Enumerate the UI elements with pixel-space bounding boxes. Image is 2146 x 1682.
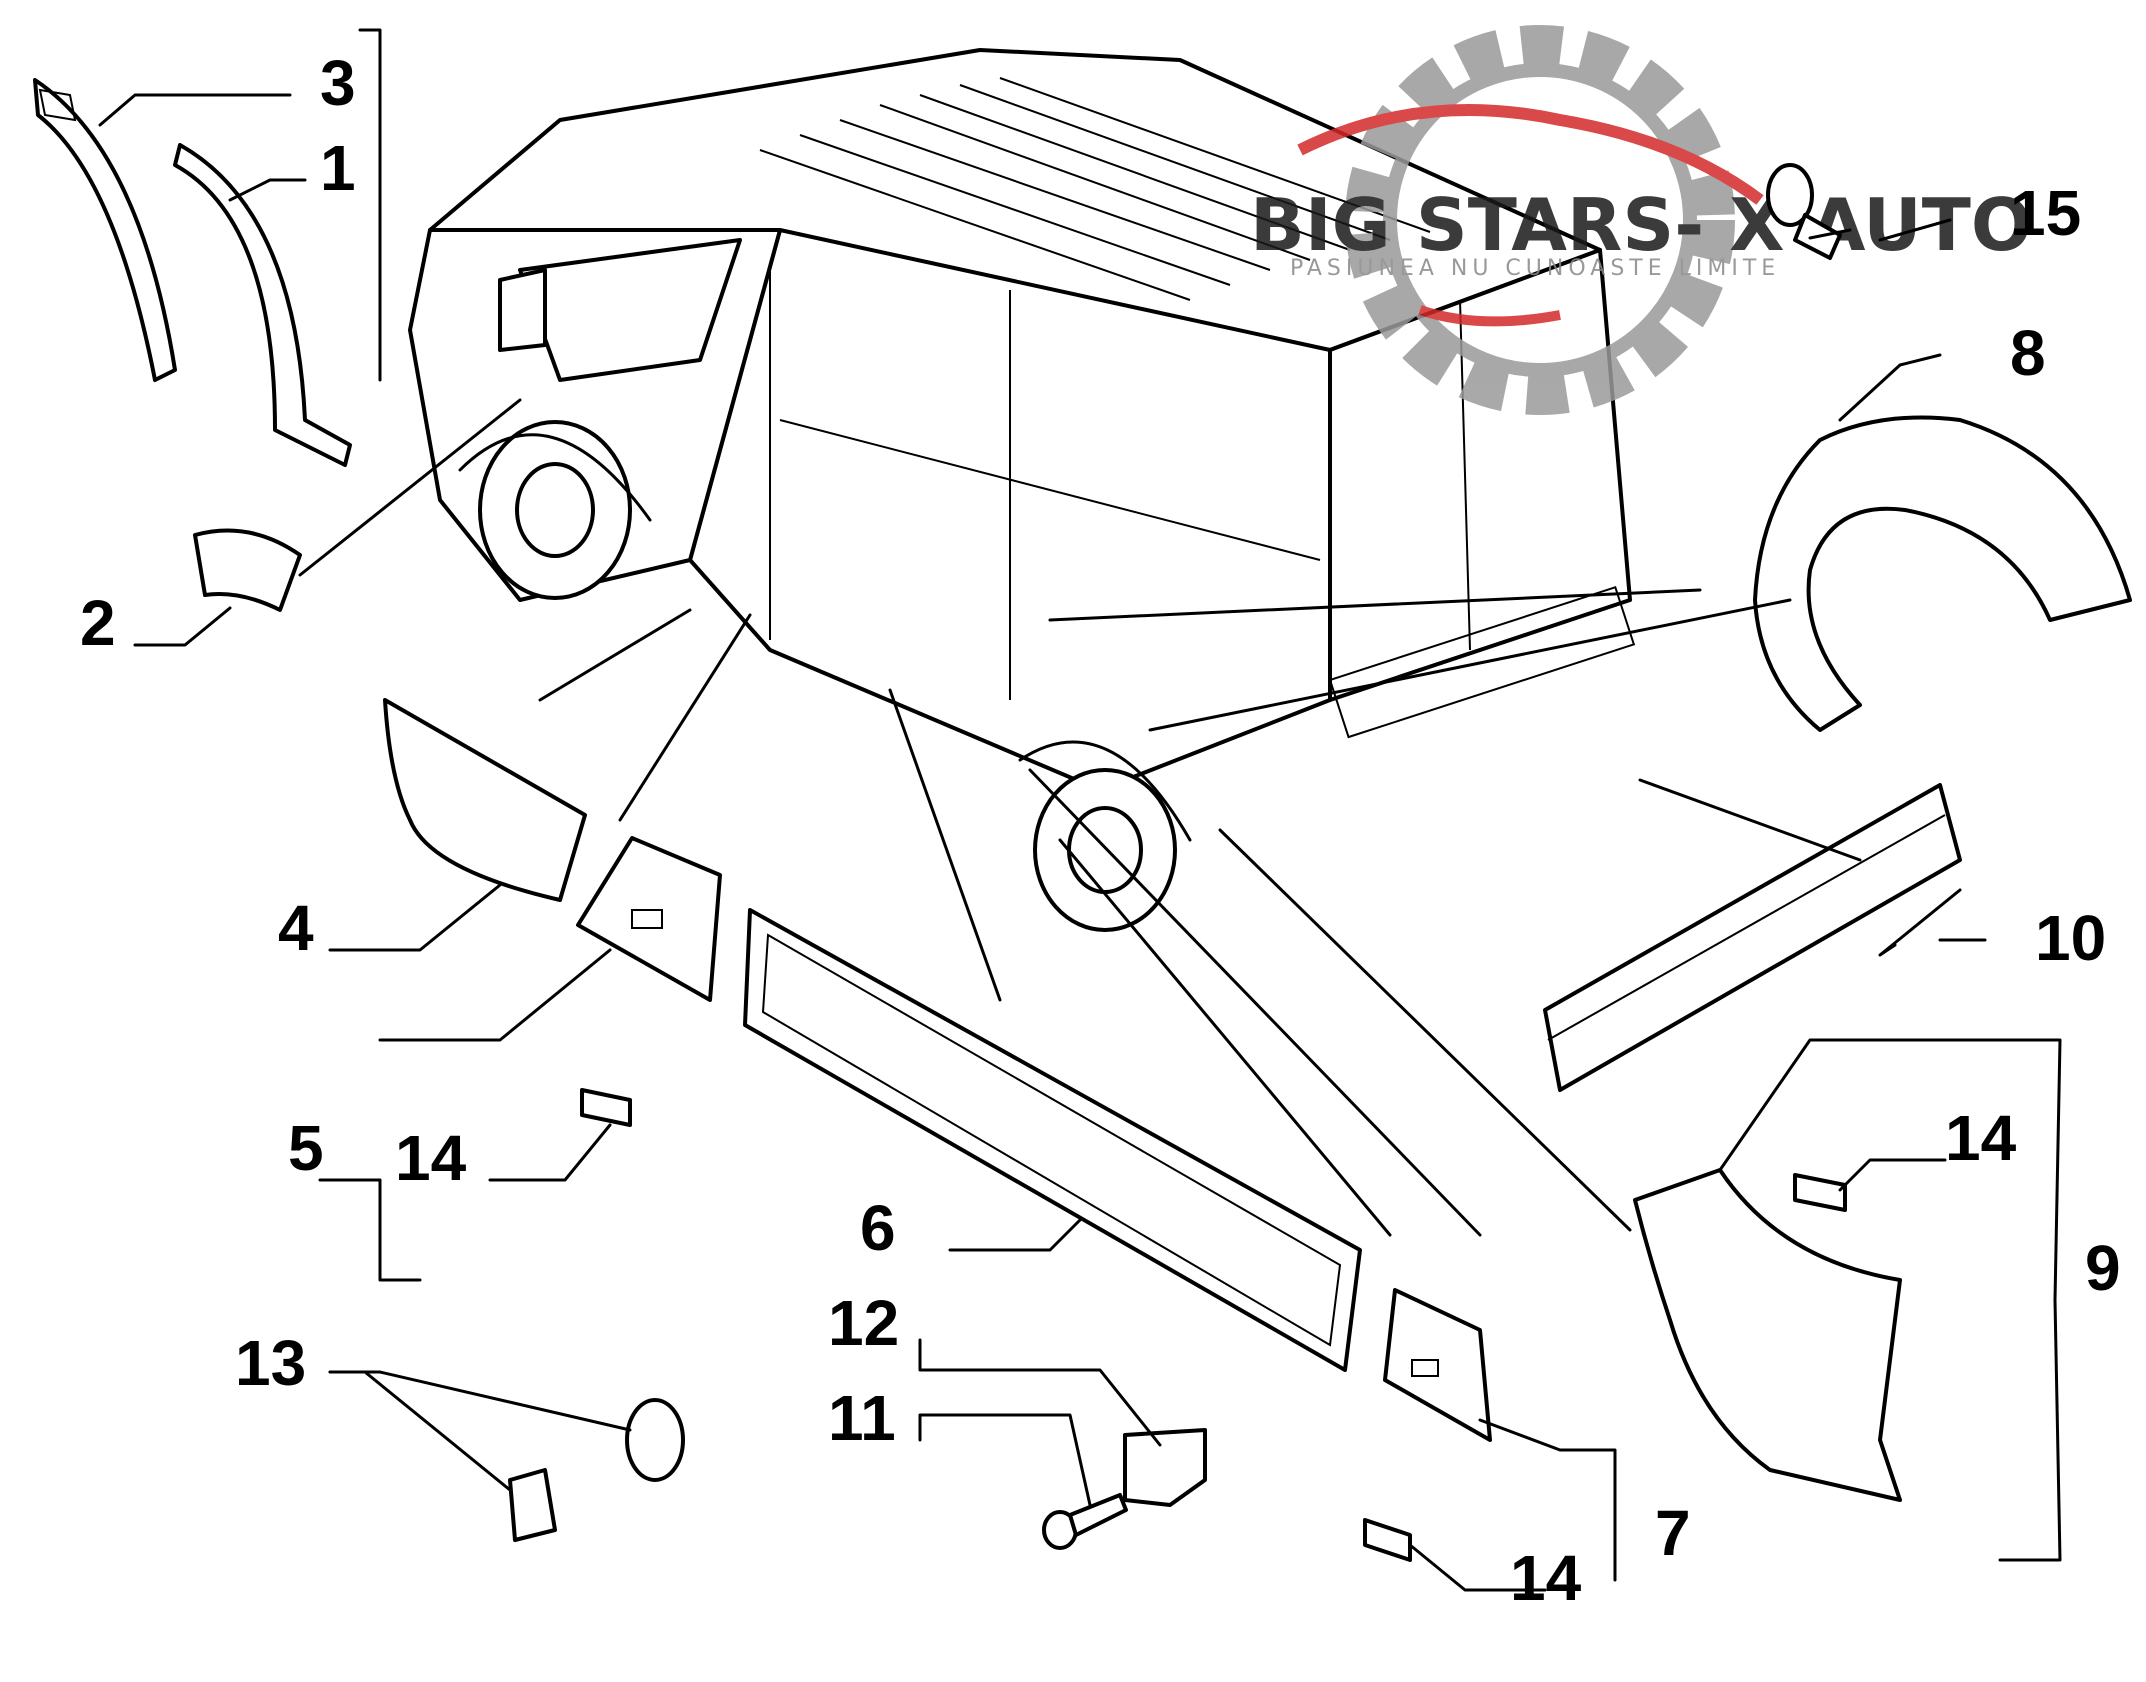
callout-10: 10 — [2035, 902, 2106, 974]
callout-12: 12 — [828, 1287, 899, 1359]
callout-3: 3 — [320, 47, 356, 119]
callout-14-left: 14 — [395, 1122, 467, 1194]
callout-9: 9 — [2085, 1232, 2121, 1304]
callout-numbers: 3 1 2 4 5 14 6 12 11 13 7 14 15 8 10 14 … — [80, 47, 2121, 1614]
part-4-side-moulding — [383, 698, 587, 902]
callout-8: 8 — [2010, 317, 2046, 389]
callout-4: 4 — [278, 892, 314, 964]
part-5-side-moulding — [576, 836, 722, 1002]
callout-6: 6 — [860, 1192, 896, 1264]
part-14-bulb-b — [1793, 1173, 1847, 1212]
parts — [33, 78, 2132, 1562]
watermark-brand: BIG STARS- X AUTO — [1250, 183, 2032, 267]
part-1-arch-trim — [173, 143, 352, 467]
part-9-rear-corner — [1633, 1168, 1902, 1502]
part-10-rear-strip — [1543, 783, 1962, 1092]
brand-watermark: BIG STARS- X AUTO PASIUNEA NU CUNOASTE L… — [1250, 25, 2032, 415]
van-illustration — [408, 48, 1636, 932]
callout-11: 11 — [828, 1382, 896, 1454]
part-12-clip-nut — [1123, 1428, 1207, 1507]
callout-2: 2 — [80, 587, 116, 659]
part-14-bulb-c — [1363, 1518, 1412, 1562]
watermark-tagline: PASIUNEA NU CUNOASTE LIMITE — [1290, 256, 1780, 281]
part-8-rear-arch-flare — [1753, 415, 2132, 732]
part-3-arch-trim — [33, 78, 177, 382]
callout-5: 5 — [288, 1112, 324, 1184]
callout-14-bottom: 14 — [1510, 1542, 1582, 1614]
callout-1: 1 — [320, 132, 356, 204]
part-14-bulb-a — [580, 1088, 632, 1127]
part-11-screw — [1042, 1493, 1128, 1550]
callout-13: 13 — [235, 1327, 306, 1399]
callout-15: 15 — [2010, 177, 2081, 249]
part-13-push-clips — [508, 1398, 685, 1542]
gear-logo — [1297, 25, 1764, 415]
part-2-corner-piece — [193, 528, 302, 612]
part-6-long-moulding — [743, 908, 1362, 1372]
callout-14-right: 14 — [1945, 1102, 2017, 1174]
leader-lines — [98, 28, 2062, 1592]
callout-7: 7 — [1655, 1497, 1691, 1569]
